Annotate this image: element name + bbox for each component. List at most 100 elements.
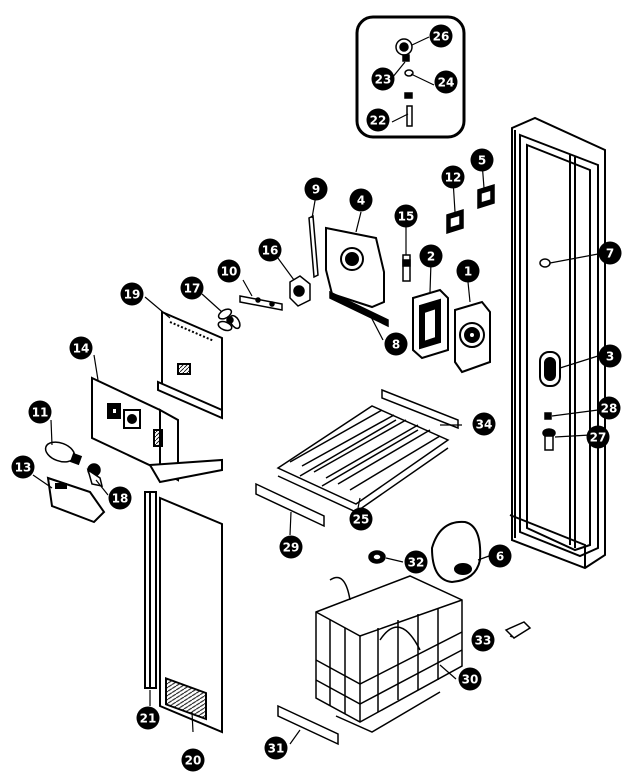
callout-23: 23: [371, 67, 395, 91]
callout-number: 33: [475, 634, 492, 648]
callout-26: 26: [429, 24, 453, 48]
callout-badge: [136, 706, 160, 730]
callout-badge: [429, 24, 453, 48]
callout-badge: [470, 148, 494, 172]
callout-badge: [472, 412, 496, 436]
callout-22: 22: [366, 108, 390, 132]
callout-number: 34: [476, 418, 493, 432]
wire-basket-part-30: [315, 575, 463, 733]
control-part-1: [454, 300, 491, 374]
knob-part-32: [368, 550, 386, 564]
fan-blade-part-17: [217, 308, 241, 332]
callout-17: 17: [180, 276, 204, 300]
callout-number: 11: [32, 406, 49, 420]
handle-part-3: [539, 351, 561, 387]
callout-number: 20: [185, 754, 202, 768]
callout-31: 31: [264, 736, 288, 760]
callout-badge: [28, 400, 52, 424]
callout-badge: [69, 336, 93, 360]
callout-badge: [371, 67, 395, 91]
callout-14: 14: [69, 336, 93, 360]
callout-badge: [349, 188, 373, 212]
callout-number: 29: [283, 541, 300, 555]
callout-34: 34: [472, 412, 496, 436]
front-bar-part-29: [255, 482, 325, 528]
callout-number: 28: [601, 402, 618, 416]
callout-badge: [597, 396, 621, 420]
callout-25: 25: [349, 507, 373, 531]
callout-badge: [258, 238, 282, 262]
callout-6: 6: [488, 544, 512, 568]
callout-number: 31: [268, 742, 285, 756]
bar-part-8: [329, 290, 389, 328]
callout-number: 21: [140, 712, 157, 726]
callout-number: 26: [433, 30, 450, 44]
callout-8: 8: [384, 332, 408, 356]
clip-part-33: [504, 621, 532, 639]
callout-badge: [458, 667, 482, 691]
cabinet-liner: [509, 116, 606, 570]
evaporator-cover-part-19: [157, 310, 223, 420]
callout-1: 1: [456, 259, 480, 283]
callout-badge: [456, 259, 480, 283]
callout-9: 9: [304, 177, 328, 201]
callout-30: 30: [458, 667, 482, 691]
callout-badge: [488, 544, 512, 568]
screw-part-7: [539, 258, 551, 268]
callout-number: 8: [392, 338, 400, 352]
dispenser-cover-part-6: [430, 520, 482, 584]
callout-number: 27: [590, 431, 607, 445]
callout-10: 10: [217, 259, 241, 283]
callout-33: 33: [471, 628, 495, 652]
bracket-part-10: [239, 295, 283, 311]
callout-11: 11: [28, 400, 52, 424]
callout-badge: [264, 736, 288, 760]
callout-2: 2: [419, 244, 443, 268]
motor-part-16: [289, 275, 311, 307]
callout-number: 12: [445, 171, 462, 185]
callout-badge: [279, 535, 303, 559]
callout-badge: [598, 241, 622, 265]
callout-number: 17: [184, 282, 201, 296]
callout-number: 3: [606, 350, 614, 364]
callout-16: 16: [258, 238, 282, 262]
callout-28: 28: [597, 396, 621, 420]
wire-shelf-part-25: [276, 405, 450, 513]
callout-number: 16: [262, 244, 279, 258]
switch-parts-5-12: [446, 183, 495, 235]
socket-part-18: [86, 463, 104, 487]
callout-number: 18: [112, 492, 129, 506]
light-bulb-part-11: [44, 441, 83, 466]
callout-badge: [120, 282, 144, 306]
callout-number: 32: [408, 556, 425, 570]
callout-badge: [366, 108, 390, 132]
callout-badge: [108, 486, 132, 510]
callout-13: 13: [11, 455, 35, 479]
callout-number: 6: [496, 550, 504, 564]
callout-18: 18: [108, 486, 132, 510]
dispenser-nozzle-parts: [395, 38, 414, 127]
callout-badge: [384, 332, 408, 356]
trim-strip-part-21: [144, 491, 157, 689]
callout-27: 27: [586, 425, 610, 449]
clip-parts-27-28: [542, 412, 556, 451]
callout-badge: [441, 165, 465, 189]
callout-number: 22: [370, 114, 387, 128]
callout-badge: [394, 204, 418, 228]
callout-number: 9: [312, 183, 320, 197]
part-15: [402, 254, 411, 282]
housing-part-2: [412, 288, 449, 360]
rod-part-9: [308, 214, 319, 279]
callout-4: 4: [349, 188, 373, 212]
callout-badge: [598, 344, 622, 368]
callout-number: 4: [357, 194, 365, 208]
rail-part-34: [381, 388, 459, 430]
control-housing-part-14: [91, 376, 223, 484]
callout-number: 19: [124, 288, 141, 302]
callout-badge: [217, 259, 241, 283]
callout-21: 21: [136, 706, 160, 730]
callout-19: 19: [120, 282, 144, 306]
callout-number: 23: [375, 73, 392, 87]
